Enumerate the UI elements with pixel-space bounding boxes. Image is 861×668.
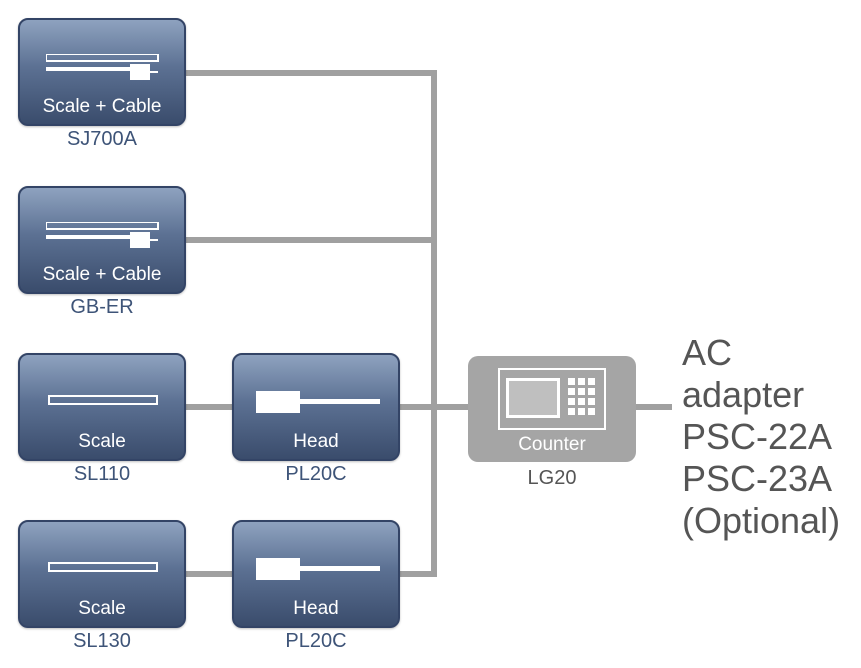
block-label: Scale	[78, 598, 126, 619]
wire-sj700a	[186, 70, 437, 76]
block-sl130: Scale	[18, 520, 186, 628]
scale-cable-icon	[46, 222, 159, 248]
caption-lg20: LG20	[527, 467, 577, 489]
block-sl110: Scale	[18, 353, 186, 461]
block-sj700a: Scale + Cable	[18, 18, 186, 126]
adapter-line: PSC-22A	[682, 416, 833, 457]
scale-icon	[48, 562, 158, 572]
adapter-line: PSC-23A	[682, 458, 833, 499]
block-pl20c-bottom: Head	[232, 520, 400, 628]
block-label: Scale + Cable	[42, 96, 162, 117]
scale-cable-icon	[46, 54, 159, 80]
block-label: Head	[293, 431, 339, 452]
head-icon	[256, 391, 380, 413]
block-label: Head	[293, 598, 339, 619]
adapter-line: AC adapter	[682, 332, 805, 415]
wire-gber	[186, 237, 437, 243]
wire-head-bottom-trunk	[400, 571, 437, 577]
caption-pl20c-top: PL20C	[285, 463, 347, 485]
wire-sl110-head	[186, 404, 234, 410]
caption-sl110: SL110	[73, 463, 131, 485]
counter-display-icon	[498, 368, 606, 430]
ac-adapter-label: AC adapter PSC-22A PSC-23A (Optional)	[682, 332, 861, 542]
block-counter-lg20: Counter	[468, 356, 636, 462]
block-label: Scale	[78, 431, 126, 452]
caption-pl20c-bottom: PL20C	[285, 630, 347, 652]
wire-head-counter	[400, 404, 470, 410]
caption-sj700a: SJ700A	[66, 128, 138, 150]
head-icon	[256, 558, 380, 580]
block-gber: Scale + Cable	[18, 186, 186, 294]
adapter-line: (Optional)	[682, 500, 841, 541]
block-label: Scale + Cable	[42, 264, 162, 285]
wire-sl130-head	[186, 571, 234, 577]
caption-gber: GB-ER	[70, 296, 134, 318]
scale-icon	[48, 395, 158, 405]
block-pl20c-top: Head	[232, 353, 400, 461]
caption-sl130: SL130	[73, 630, 131, 652]
block-label: Counter	[518, 434, 586, 455]
wire-counter-adapter	[636, 404, 672, 410]
wire-trunk	[431, 70, 437, 577]
